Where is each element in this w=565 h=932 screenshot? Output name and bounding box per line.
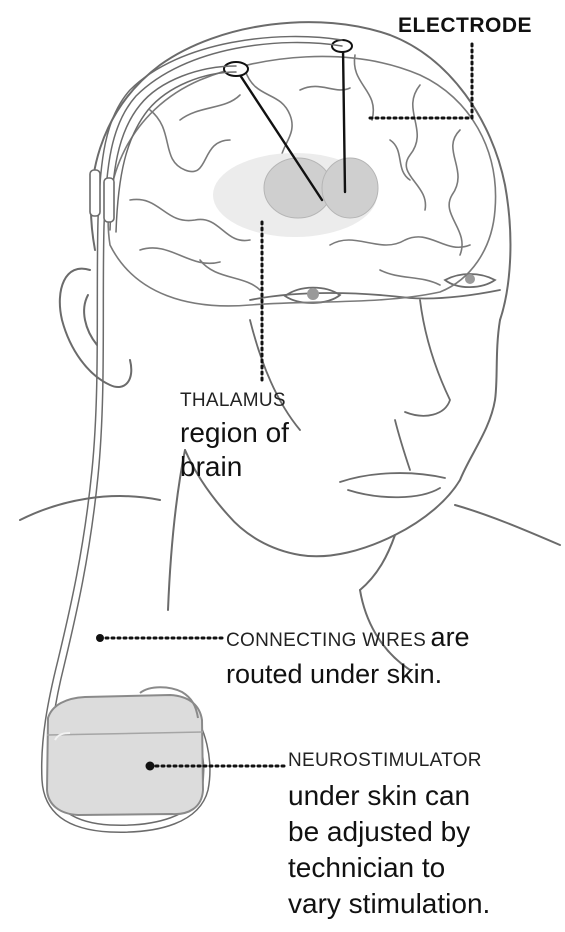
thalamus-desc-line1: region of xyxy=(180,416,340,450)
head-outline xyxy=(20,22,560,670)
electrode-leader xyxy=(368,44,472,118)
neurostimulator-device xyxy=(47,687,203,815)
electrode-label: ELECTRODE xyxy=(398,14,532,38)
thalamus-title: THALAMUS xyxy=(180,390,340,412)
thalamus-region xyxy=(213,153,378,237)
stim-desc-line3: technician to xyxy=(288,850,563,886)
thalamus-desc-line2: brain xyxy=(180,450,340,484)
wire-connectors xyxy=(90,170,114,222)
thalamus-caption: THALAMUS region of brain xyxy=(180,390,340,484)
wires-desc-line1: are xyxy=(431,622,470,652)
wires-title: CONNECTING WIRES xyxy=(226,630,426,651)
wires-caption: CONNECTING WIRES are routed under skin. xyxy=(226,622,561,690)
stim-desc-line2: be adjusted by xyxy=(288,814,563,850)
stim-desc-line1: under skin can xyxy=(288,778,563,814)
stim-desc-line4: vary stimulation. xyxy=(288,886,563,922)
neurostimulator-caption: NEUROSTIMULATOR under skin can be adjust… xyxy=(288,750,563,922)
stim-title: NEUROSTIMULATOR xyxy=(288,750,563,772)
wires-desc-line2: routed under skin. xyxy=(226,659,561,690)
